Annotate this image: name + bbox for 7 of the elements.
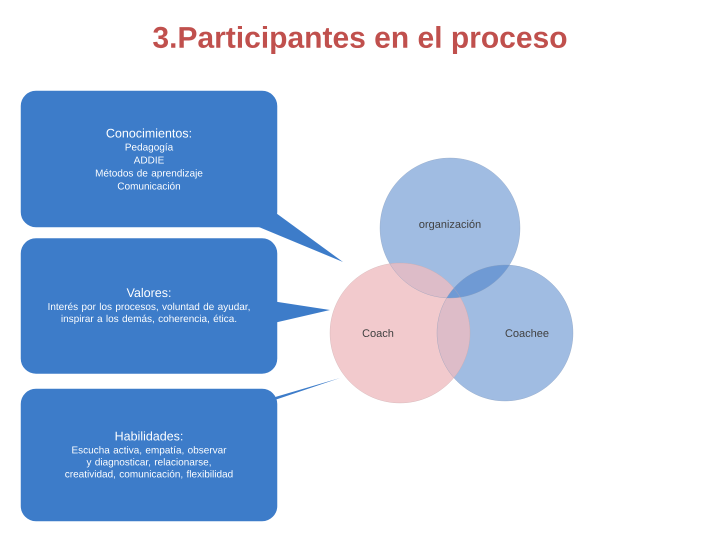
circle-label: Coachee [506,328,549,338]
circle-label: Coach [362,328,394,338]
title: 3.Participantes en el proceso [153,26,566,54]
circle-label: organización [419,220,480,230]
callout-box: Habilidades: Escucha activa, empatía, observar y diagnosticar, relacionarse, creatividad, comunicación, flexibilidad [19,378,340,523]
callout-box: Conocimientos: Pedagogía ADDIE Métodos de aprendizaje Comunicación [19,89,343,262]
callout-box: Valores: Interés por los procesos, voluntad de ayudar, inspirar a los demás, coherencia, ética. [19,236,330,376]
